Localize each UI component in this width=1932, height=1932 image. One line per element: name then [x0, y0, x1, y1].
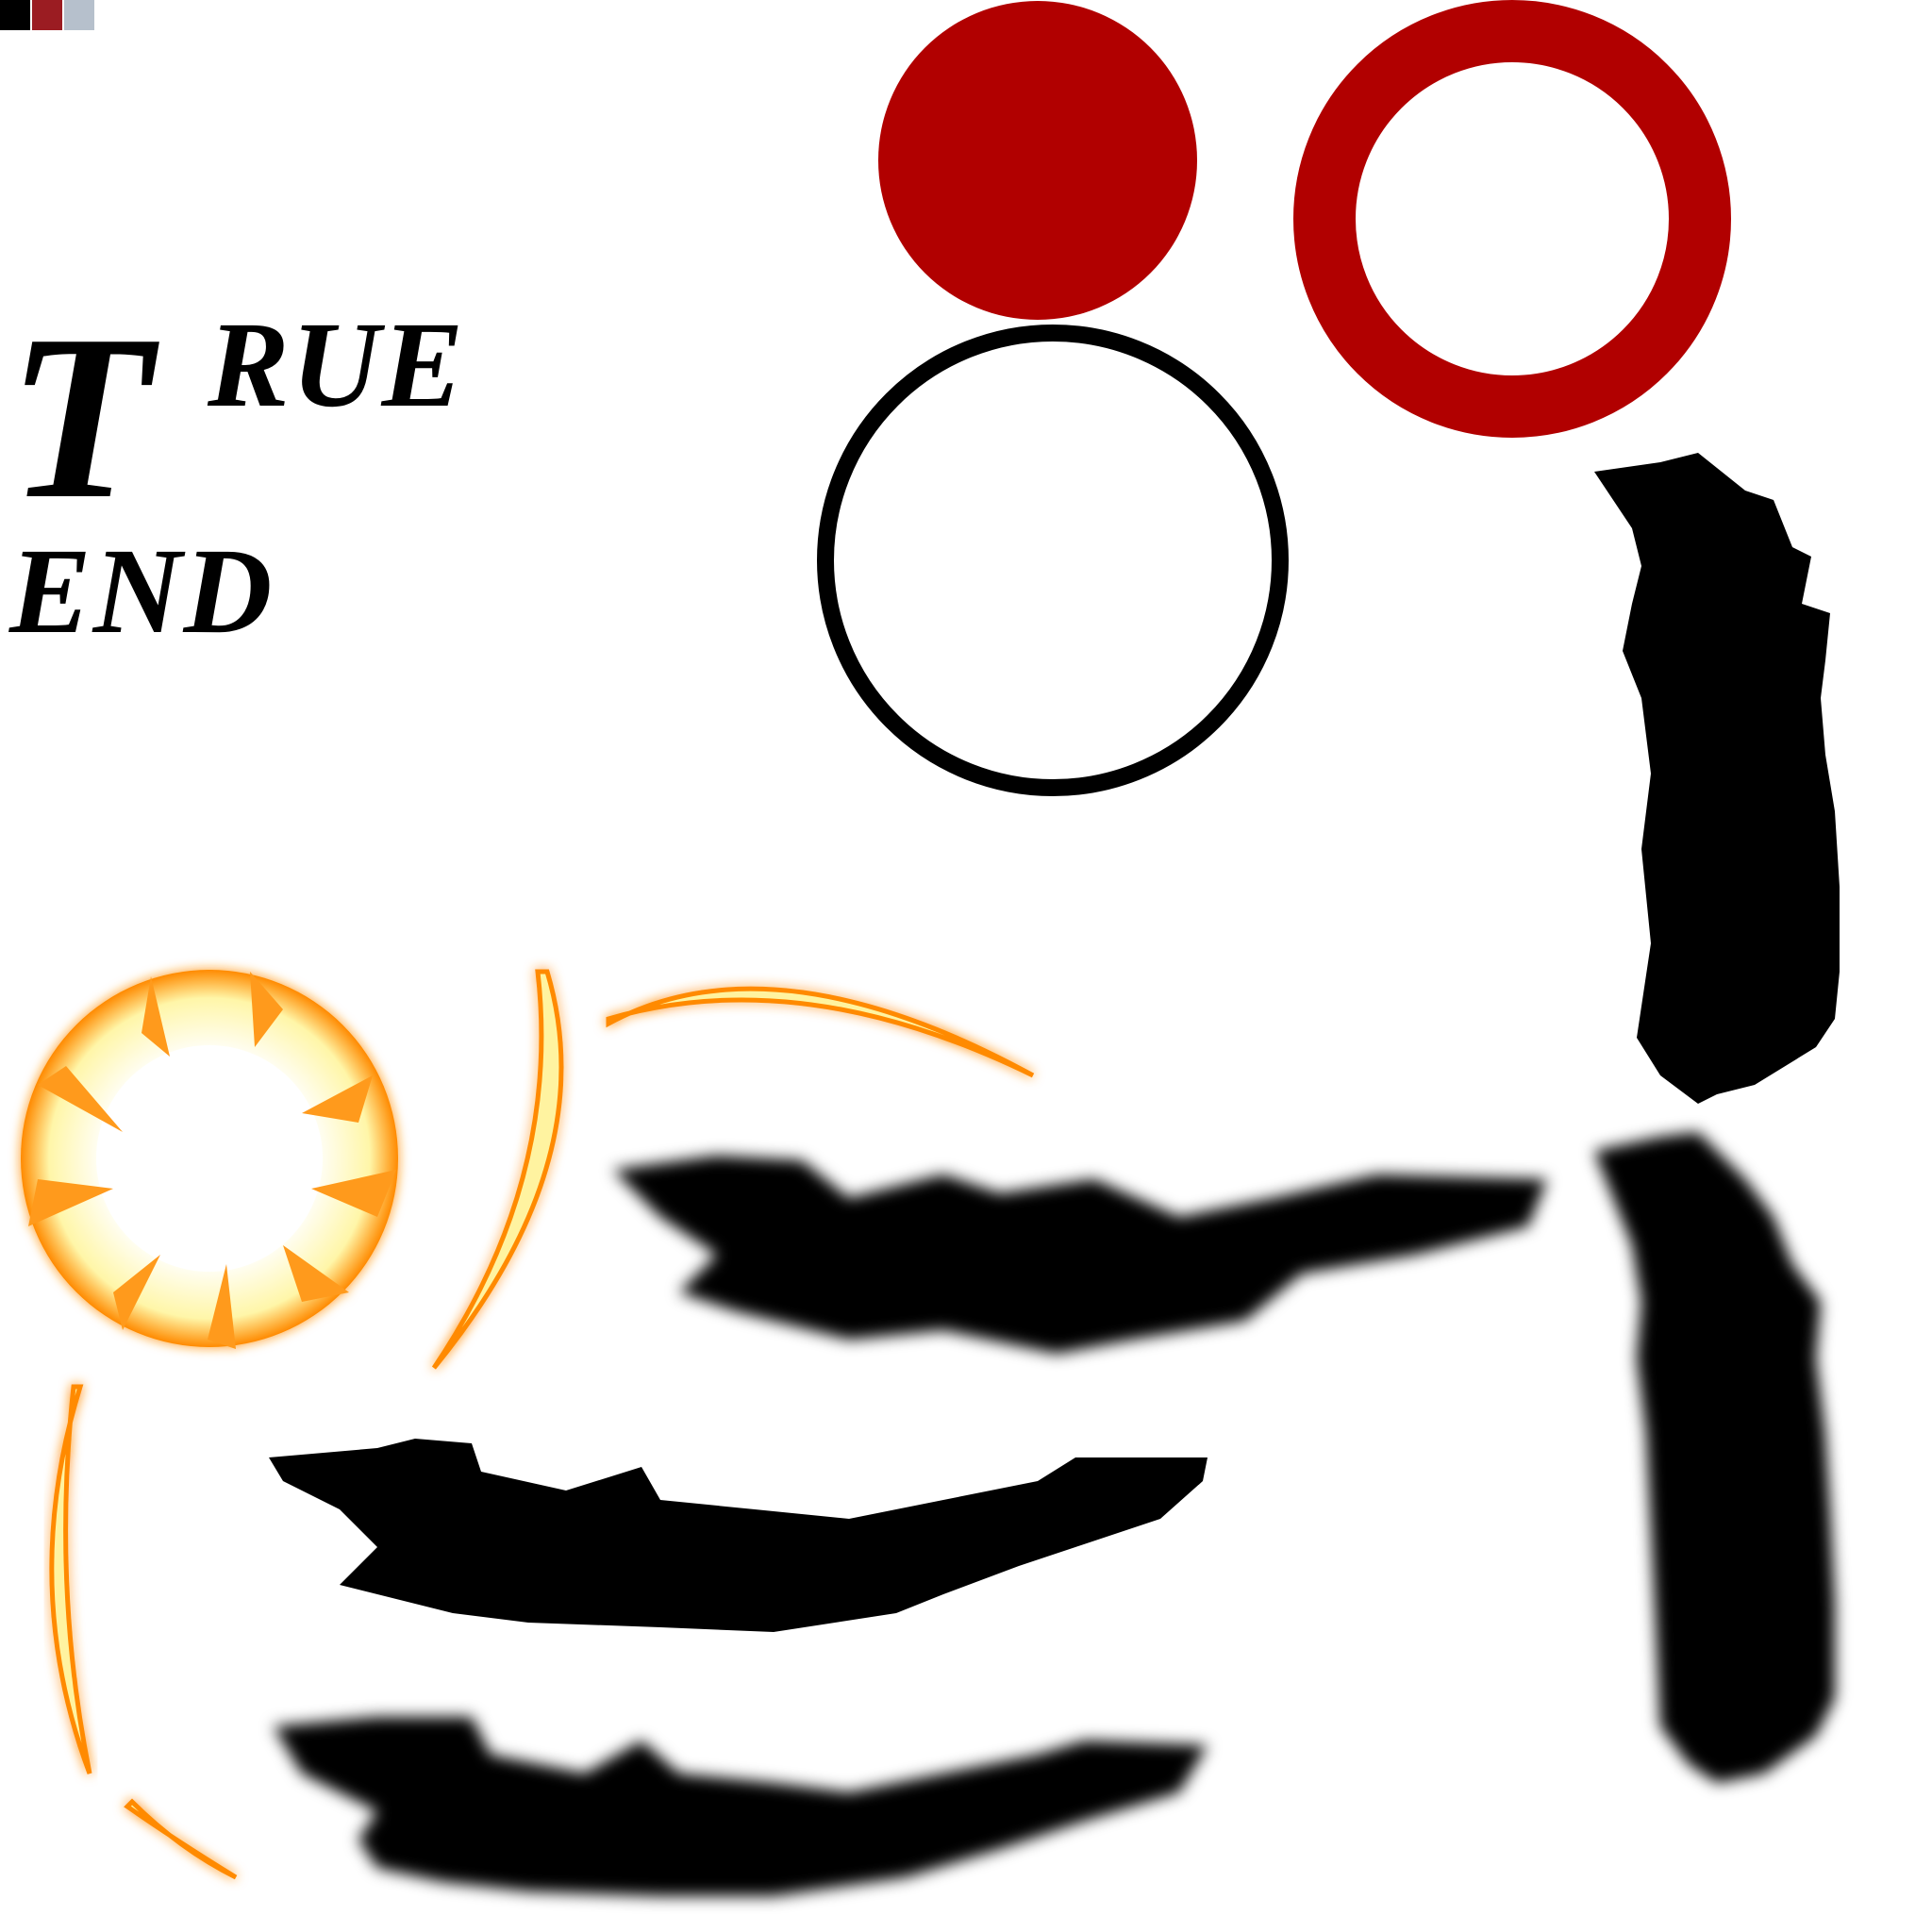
fire-arc-right	[431, 969, 564, 1370]
fire-arc-left	[49, 1384, 92, 1774]
tree-silhouette-horizontal	[269, 1439, 1208, 1632]
color-swatch-red	[32, 0, 62, 30]
logo-word-end: END	[9, 524, 275, 659]
tree-silhouette-horizontal-blurred	[613, 1156, 1547, 1354]
tree-silhouette-horizontal-soft	[274, 1717, 1208, 1896]
logo-letter-t: T	[8, 287, 152, 548]
fire-arc-top	[606, 986, 1035, 1078]
color-swatch-gray	[64, 0, 94, 30]
red-filled-circle	[878, 1, 1197, 320]
logo-word-rue: RUE	[208, 297, 466, 433]
color-swatch-black	[0, 0, 30, 30]
tree-silhouette-vertical-blurred	[1594, 1132, 1835, 1783]
black-ring	[817, 325, 1289, 796]
tree-silhouette-vertical	[1594, 453, 1840, 1104]
red-ring	[1293, 0, 1731, 438]
fire-burst-ring	[21, 970, 398, 1349]
fire-arc-bottom	[124, 1798, 238, 1880]
